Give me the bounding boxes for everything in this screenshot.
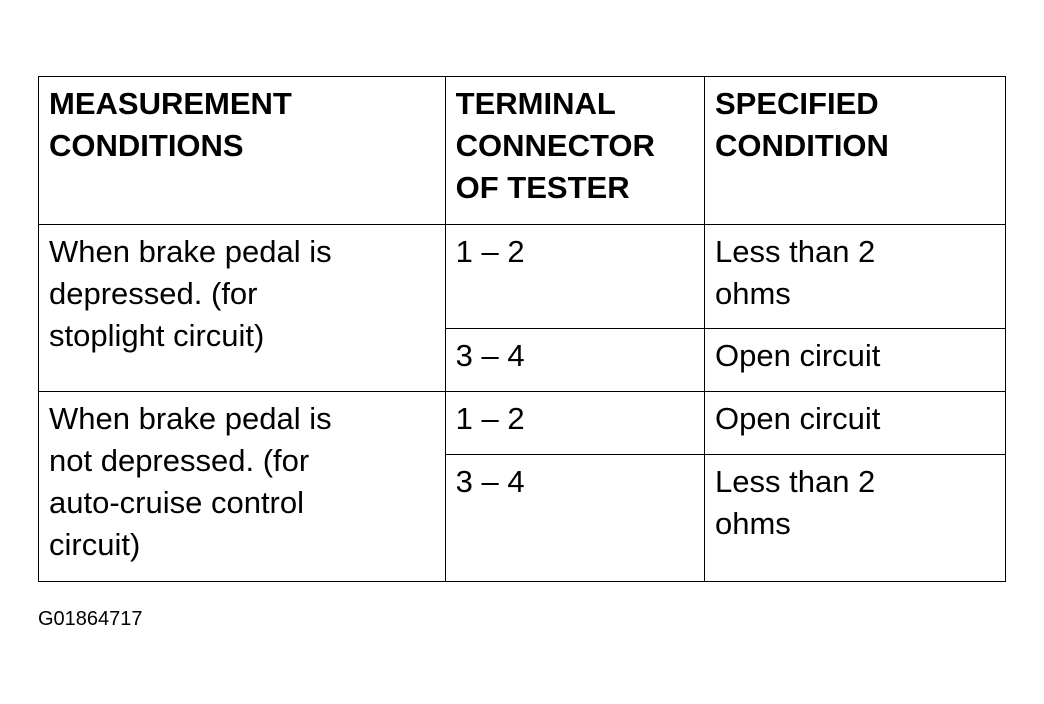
spec-cell: Less than 2 ohms (704, 454, 1006, 582)
spec-cell: Open circuit (704, 328, 1006, 392)
table-row: 3 – 4 Less than 2 ohms (39, 454, 1006, 582)
spec-line: ohms (715, 276, 791, 311)
table-row: When brake pedal is not depressed. (for … (38, 391, 1006, 582)
terminal-cell: 1 – 2 (444, 224, 706, 329)
spec-cell: Open circuit (704, 391, 1006, 455)
spec-line: Open circuit (715, 338, 881, 373)
header-line: OF TESTER (455, 170, 630, 205)
spec-line: ohms (715, 506, 791, 541)
header-line: MEASUREMENT (49, 86, 292, 121)
condition-line: auto-cruise control (49, 485, 305, 520)
condition-line: When brake pedal is (49, 234, 332, 269)
terminal-value: 1 – 2 (455, 401, 525, 436)
condition-line: When brake pedal is (49, 401, 332, 436)
table-row: When brake pedal is depressed. (for stop… (38, 224, 1006, 392)
header-terminal-connector: TERMINAL CONNECTOR OF TESTER (444, 76, 706, 225)
condition-line: circuit) (49, 527, 141, 562)
spec-cell: Less than 2 ohms (704, 224, 1006, 329)
terminal-value: 1 – 2 (455, 234, 525, 269)
terminal-value: 3 – 4 (455, 338, 525, 373)
header-line: CONDITIONS (49, 128, 244, 163)
header-row: MEASUREMENT CONDITIONS TERMINAL CONNECTO… (38, 76, 1006, 225)
header-line: CONNECTOR (455, 128, 655, 163)
terminal-cell: 3 – 4 (444, 328, 706, 392)
terminal-cell: 3 – 4 (444, 454, 706, 582)
condition-line: not depressed. (for (49, 443, 310, 478)
condition-cell: When brake pedal is depressed. (for stop… (38, 224, 446, 392)
spec-line: Open circuit (715, 401, 881, 436)
condition-cell: When brake pedal is not depressed. (for … (38, 391, 446, 582)
header-specified-condition: SPECIFIED CONDITION (704, 76, 1006, 225)
figure-id: G01864717 (38, 608, 143, 630)
table-row: 3 – 4 Open circuit (39, 328, 1006, 392)
terminal-cell: 1 – 2 (444, 391, 706, 455)
header-line: TERMINAL (455, 86, 616, 121)
condition-line: stoplight circuit) (49, 318, 265, 353)
header-line: SPECIFIED (715, 86, 879, 121)
spec-line: Less than 2 (715, 234, 876, 269)
header-line: CONDITION (715, 128, 889, 163)
header-measurement-conditions: MEASUREMENT CONDITIONS (38, 76, 446, 225)
terminal-value: 3 – 4 (455, 464, 525, 499)
condition-line: depressed. (for (49, 276, 258, 311)
spec-table: MEASUREMENT CONDITIONS TERMINAL CONNECTO… (38, 76, 1006, 582)
spec-line: Less than 2 (715, 464, 876, 499)
